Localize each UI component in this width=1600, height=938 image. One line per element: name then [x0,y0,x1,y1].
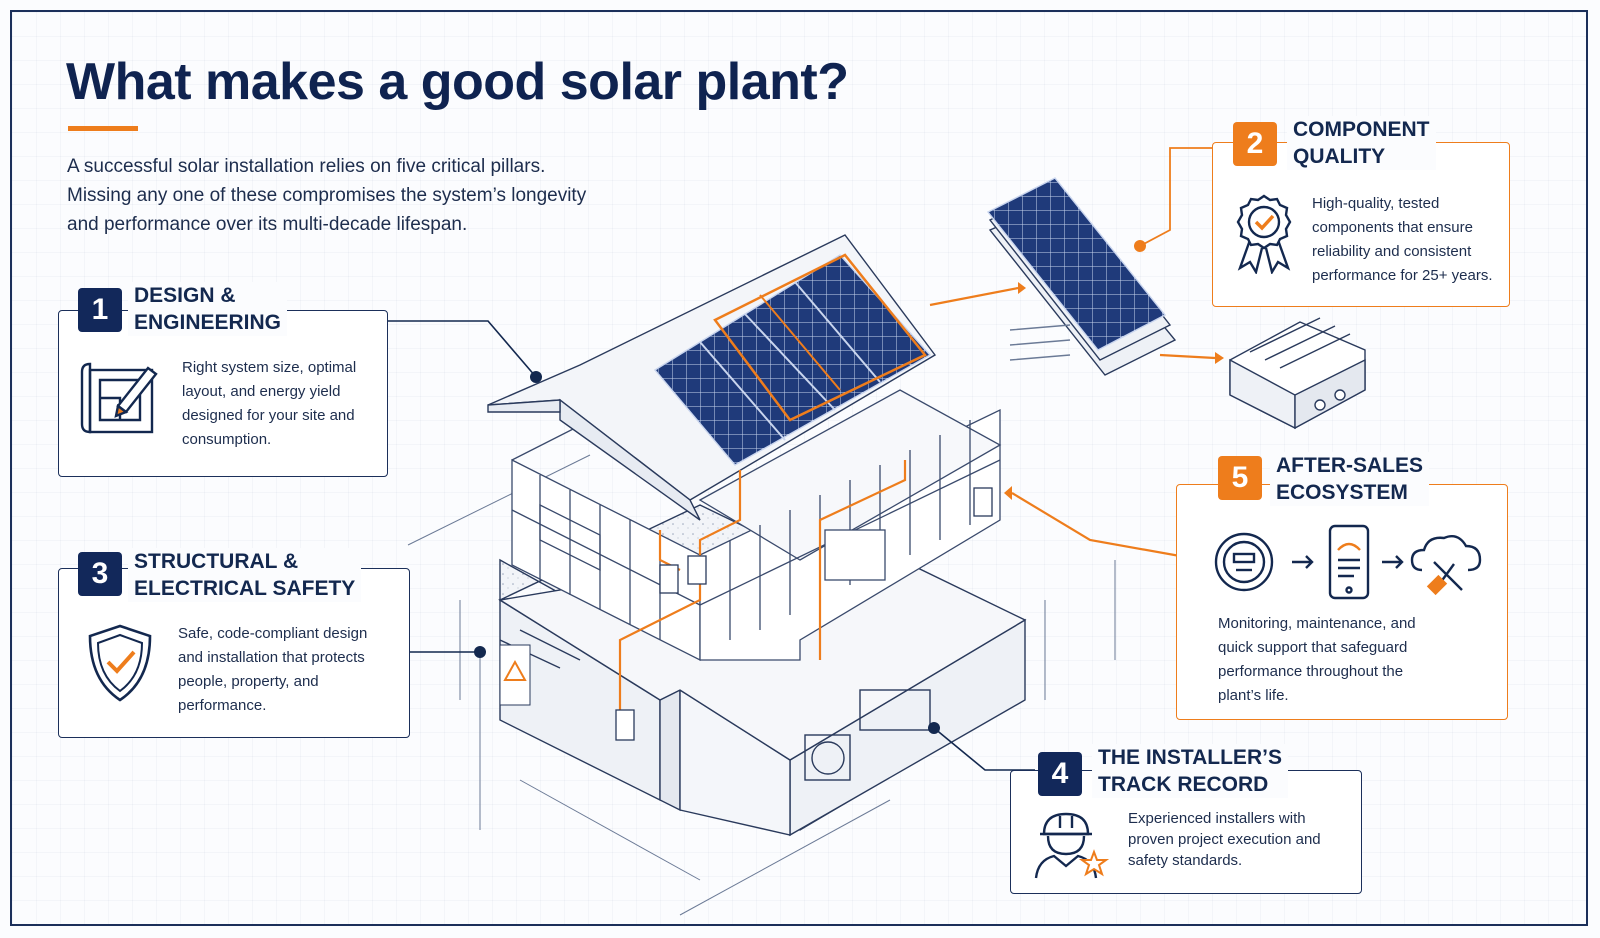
pillar-title: STRUCTURAL & ELECTRICAL SAFETY [128,548,362,602]
title-underline [68,126,138,131]
shield-check-icon [88,624,152,702]
pillar-title-line: ECOSYSTEM [1276,481,1408,504]
pillar-number-badge: 2 [1233,122,1277,166]
pillar-card-design [58,310,388,477]
pillar-description: Monitoring, maintenance, and quick suppo… [1218,615,1416,704]
pillar-title-line: STRUCTURAL & [134,550,299,573]
pillar-title-line: QUALITY [1293,145,1386,168]
pillar-number-badge: 5 [1218,456,1262,500]
pillar-title-line: DESIGN & [134,284,236,307]
pillar-title-line: COMPONENT [1293,118,1430,141]
meter-phone-cloud-icon [1214,524,1482,600]
pillar-description: Safe, code-compliant design and installa… [178,625,368,714]
pillar-number-badge: 3 [78,552,122,596]
page-title: What makes a good solar plant? [66,53,849,111]
blueprint-pencil-icon [80,362,158,434]
pillar-title: AFTER-SALES ECOSYSTEM [1270,452,1429,506]
arrow-right-icon [1292,555,1314,569]
cloud-wrench-icon [1410,535,1482,596]
intro-text: A successful solar installation relies o… [67,156,587,235]
pillar-number-badge: 1 [78,288,122,332]
pillar-title-line: AFTER-SALES [1276,454,1423,477]
pillar-description: High-quality, tested components that ens… [1312,195,1493,284]
pillar-card-aftersales [1176,484,1508,720]
pillar-title: THE INSTALLER’S TRACK RECORD [1092,744,1288,798]
pillar-title-line: TRACK RECORD [1098,773,1269,796]
pillar-title-line: THE INSTALLER’S [1098,746,1282,769]
electric-meter-icon [1214,532,1274,592]
pillar-title-line: ELECTRICAL SAFETY [134,577,356,600]
installer-hardhat-icon [1034,812,1110,879]
pillar-title-line: ENGINEERING [134,311,282,334]
pillar-title: DESIGN & ENGINEERING [128,282,288,336]
pillar-description: Experienced installers with proven proje… [1128,810,1321,869]
pillar-title: COMPONENT QUALITY [1287,116,1436,170]
pillar-number-badge: 4 [1038,752,1082,796]
award-ribbon-icon [1236,194,1292,274]
smartphone-icon [1328,524,1370,600]
pillar-description: Right system size, optimal layout, and e… [182,359,357,448]
arrow-right-icon [1382,555,1404,569]
